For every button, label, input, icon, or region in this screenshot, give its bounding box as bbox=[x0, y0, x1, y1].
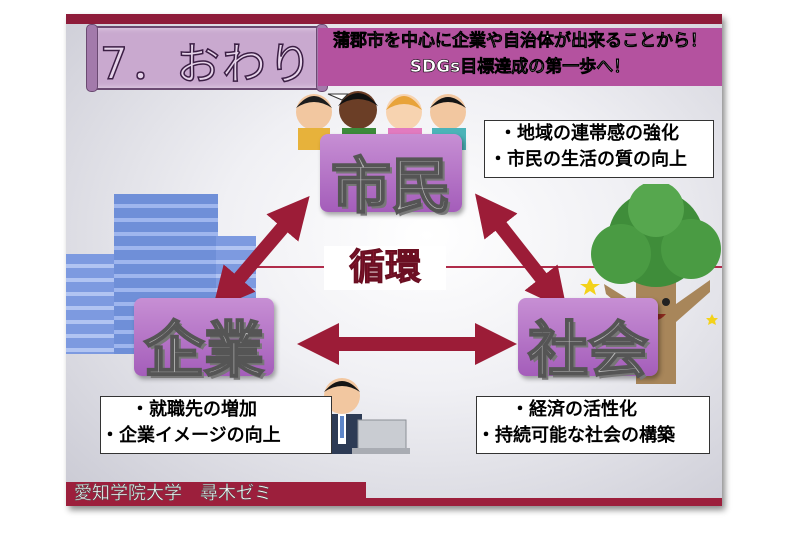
citizen-point: ・地域の連帯感の強化 bbox=[499, 123, 679, 144]
banner-line-2: SDGs目標達成の第一歩へ！ bbox=[409, 57, 631, 78]
node-company: 企業 bbox=[134, 298, 274, 387]
page-title: 7．おわりに bbox=[99, 38, 360, 91]
node-company-label: 企業 bbox=[143, 315, 265, 387]
message-banner: 蒲郡市を中心に企業や自治体が出来ることから！ SDGs目標達成の第一歩へ！ bbox=[318, 28, 722, 86]
society-point: ・経済の活性化 bbox=[511, 399, 637, 420]
cycle-label-box: 循環 bbox=[324, 246, 446, 290]
node-citizen: 市民 bbox=[320, 134, 462, 223]
citizen-points-box: ・地域の連帯感の強化 ・市民の生活の質の向上 bbox=[484, 120, 714, 178]
node-citizen-label: 市民 bbox=[330, 151, 452, 223]
arrow-citizen-society bbox=[475, 193, 567, 311]
footer-line bbox=[366, 498, 722, 506]
banner-line-1: 蒲郡市を中心に企業や自治体が出来ることから！ bbox=[333, 31, 708, 52]
footer-bar: 愛知学院大学 尋木ゼミ bbox=[66, 482, 366, 506]
arrow-citizen-company bbox=[212, 196, 310, 310]
company-points-box: ・就職先の増加 ・企業イメージの向上 bbox=[100, 396, 332, 454]
footer-label: 愛知学院大学 尋木ゼミ bbox=[74, 483, 273, 505]
node-society: 社会 bbox=[518, 298, 658, 387]
slide: 7．おわりに 蒲郡市を中心に企業や自治体が出来ることから！ SDGs目標達成の第… bbox=[66, 14, 722, 506]
node-society-label: 社会 bbox=[527, 315, 649, 387]
title-scroll bbox=[86, 24, 328, 92]
society-points-box: ・経済の活性化 ・持続可能な社会の構築 bbox=[476, 396, 710, 454]
cycle-label: 循環 bbox=[348, 247, 421, 289]
society-point: ・持続可能な社会の構築 bbox=[477, 425, 675, 446]
cycle-arrows bbox=[212, 193, 567, 365]
citizen-point: ・市民の生活の質の向上 bbox=[489, 149, 687, 170]
company-point: ・就職先の増加 bbox=[131, 399, 257, 420]
company-point: ・企業イメージの向上 bbox=[101, 425, 281, 446]
top-bar bbox=[66, 14, 722, 24]
